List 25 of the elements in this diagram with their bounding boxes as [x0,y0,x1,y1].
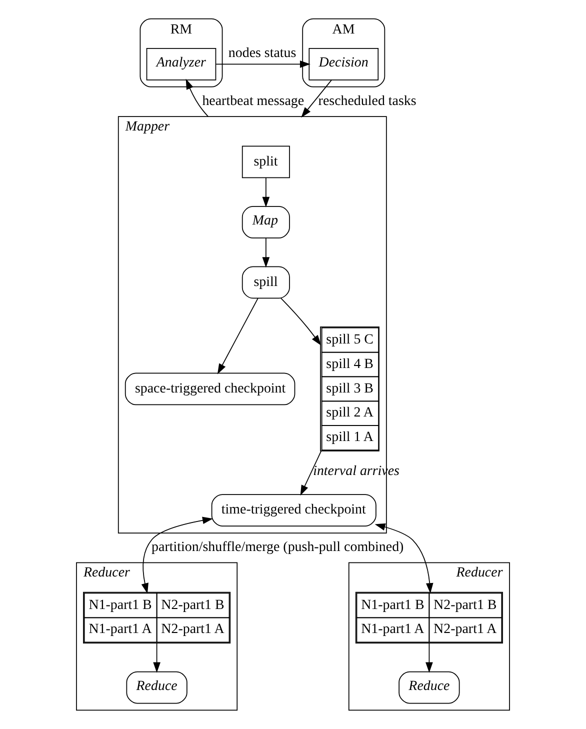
arrow [153,642,160,673]
edge-label: nodes status [228,46,296,61]
edge-label: heartbeat message [202,94,304,110]
arrow [186,78,209,117]
node-box: Reduce [126,671,188,704]
arrow [216,60,310,68]
node-box: split [242,146,290,178]
node-box: spill [242,266,290,299]
arrow [141,516,214,594]
arrow [217,298,258,374]
node-box: space-triggered checkpoint [124,372,296,406]
edge-label: rescheduled tasks [318,94,416,110]
arrow [374,523,434,594]
arrow [301,80,332,118]
node-box: Reduce [398,671,460,704]
node-box: Analyzer [146,48,216,80]
arrow [262,177,270,208]
arrow [426,642,433,673]
arrow [300,450,322,496]
node-box: Decision [308,48,379,80]
arrow [280,298,322,346]
node-box: time-triggered checkpoint [211,494,376,526]
edge-label: partition/shuffle/merge (push-pull combined) [152,540,404,556]
arrow [262,238,270,268]
node-box: Map [242,206,290,238]
